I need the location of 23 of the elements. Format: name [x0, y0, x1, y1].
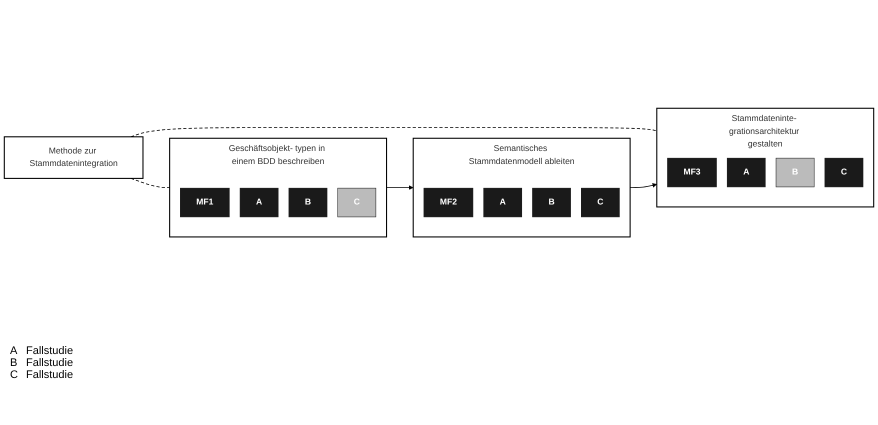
node-box: B	[288, 188, 328, 218]
node-box: A	[483, 188, 522, 218]
legend-text: Fallstudie	[26, 345, 74, 357]
node-box: Methode zur Stammdatenintegration	[4, 136, 144, 179]
node-box: C	[824, 158, 864, 188]
legend-text: Fallstudie	[26, 357, 74, 369]
node-box: B	[776, 158, 814, 188]
legend-letter: B	[10, 357, 18, 369]
node-box: MF2	[424, 188, 474, 218]
node-box: A	[240, 188, 278, 218]
node-box: A	[726, 158, 766, 188]
node-box: MF3	[667, 158, 717, 188]
node-box: C	[581, 188, 620, 218]
legend-letter: A	[10, 345, 18, 357]
node-box: MF1	[180, 188, 230, 218]
arrow	[386, 185, 414, 190]
connector	[130, 178, 170, 188]
arrow	[630, 182, 657, 188]
legend-text: Fallstudie	[26, 369, 74, 381]
legend-letter: C	[10, 369, 19, 381]
node-box: C	[337, 188, 376, 218]
node-box: B	[532, 188, 571, 218]
connector	[130, 127, 658, 138]
